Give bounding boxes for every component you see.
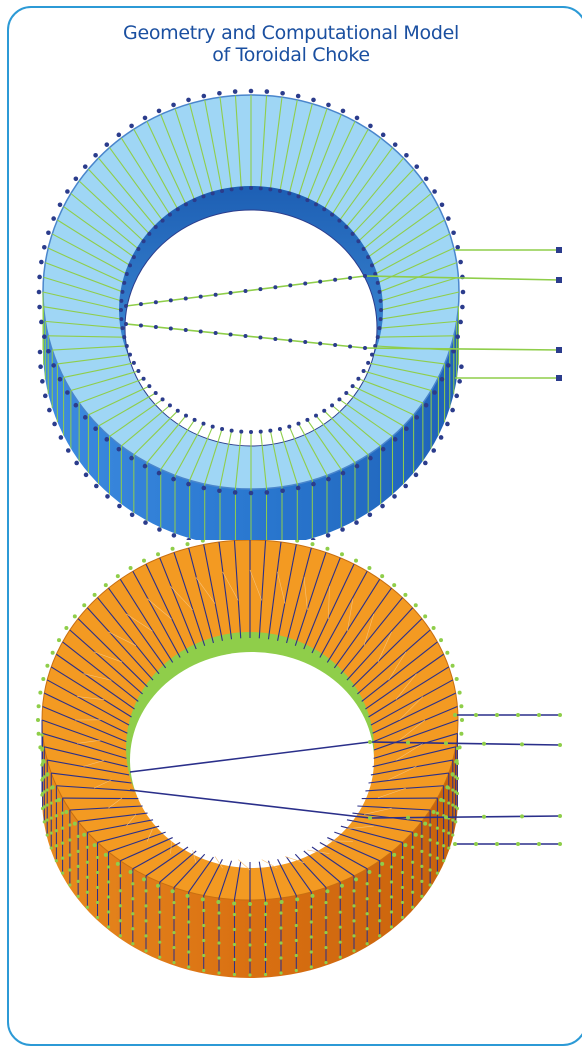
title-line-1: Geometry and Computational Model	[0, 22, 582, 44]
lead-terminals	[556, 247, 562, 381]
toroid-geometry-figure	[0, 80, 582, 540]
title-line-2: of Toroidal Choke	[0, 44, 582, 66]
mesh-hole	[130, 652, 374, 868]
figure-title: Geometry and Computational Model of Toro…	[0, 22, 582, 66]
toroid-mesh-figure	[0, 540, 582, 980]
